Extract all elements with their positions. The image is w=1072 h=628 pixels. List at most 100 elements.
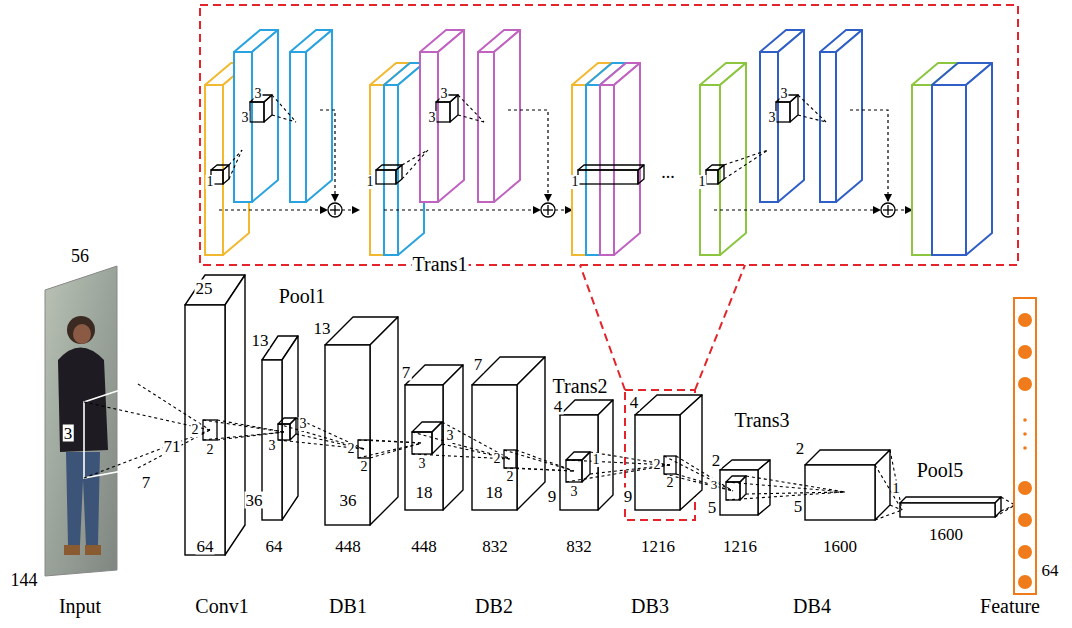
dimension-label: 18 bbox=[415, 484, 434, 501]
kernel-size: 3 bbox=[780, 87, 789, 101]
sum-symbol bbox=[881, 203, 895, 217]
kernel-cube-front bbox=[776, 102, 790, 122]
kernel-cube-side bbox=[638, 165, 644, 184]
dashed-line bbox=[458, 95, 484, 122]
dashed-arrow bbox=[508, 110, 548, 201]
feature-unit bbox=[1018, 575, 1032, 589]
dimension-label: 4 bbox=[629, 394, 640, 411]
trans1-block-side bbox=[443, 365, 463, 510]
kernel-cube-side bbox=[582, 452, 590, 482]
dimension-label: 25 bbox=[195, 280, 214, 297]
feature-slab-side bbox=[306, 30, 332, 202]
dashed-arrow bbox=[850, 110, 888, 201]
dashed-arrow bbox=[320, 110, 335, 201]
kernel-size: 3 bbox=[63, 425, 74, 442]
db3-block-side bbox=[680, 395, 702, 510]
kernel-cube-side bbox=[432, 422, 442, 454]
feature-unit bbox=[1018, 313, 1032, 327]
kernel-size: 1 bbox=[698, 175, 707, 189]
kernel-size: 3 bbox=[241, 111, 250, 125]
feature-slab-side bbox=[966, 63, 992, 255]
kernel-size: 7 bbox=[141, 474, 152, 491]
kernel-cube-front bbox=[412, 432, 432, 454]
feature-slab-side bbox=[494, 30, 520, 202]
kernel-size: 3 bbox=[254, 87, 263, 101]
dimension-label: 13 bbox=[313, 320, 332, 337]
feature-slab-front bbox=[205, 85, 223, 255]
feature-slab-side bbox=[614, 63, 640, 255]
sum-symbol bbox=[887, 205, 888, 215]
kernel-square bbox=[203, 420, 217, 440]
kernel-cube-front bbox=[706, 170, 718, 184]
dashed-line bbox=[516, 450, 574, 471]
dimension-label: 5 bbox=[793, 498, 804, 515]
dimension-label: 71 bbox=[163, 438, 182, 455]
dashed-line bbox=[402, 150, 428, 165]
dimension-label: 1216 bbox=[640, 538, 676, 555]
dashed-line bbox=[664, 456, 733, 491]
dimension-label: 64 bbox=[1041, 562, 1060, 579]
dashed-line bbox=[724, 150, 768, 179]
dashed-line bbox=[84, 430, 210, 478]
kernel-cube-side bbox=[290, 418, 296, 440]
dashed-line bbox=[504, 468, 574, 471]
kernel-size: 1 bbox=[206, 175, 215, 189]
kernel-square bbox=[358, 440, 370, 458]
dashed-line bbox=[1001, 505, 1015, 511]
kernel-size: 3 bbox=[268, 439, 277, 453]
feature-dots bbox=[1023, 418, 1027, 422]
feature-unit bbox=[1018, 481, 1032, 495]
dimension-label: 144 bbox=[10, 571, 39, 589]
dashed-line bbox=[875, 510, 902, 520]
dashed-arrow bbox=[895, 209, 912, 210]
kernel-size: 1 bbox=[366, 175, 375, 189]
kernel-size: 3 bbox=[446, 429, 455, 443]
feature-unit bbox=[1018, 345, 1032, 359]
layer-name: Trans1 bbox=[412, 254, 469, 274]
dashed-line bbox=[726, 482, 845, 492]
sum-symbol bbox=[334, 205, 335, 215]
trans1-block-front bbox=[405, 385, 443, 510]
kernel-cube-side bbox=[396, 165, 402, 184]
dimension-label: 832 bbox=[565, 538, 593, 555]
dimension-label: 4 bbox=[553, 398, 564, 415]
layer-name: Pool5 bbox=[916, 460, 965, 480]
db2-block-front bbox=[472, 385, 517, 510]
dashed-line bbox=[504, 450, 574, 471]
person-legs bbox=[66, 452, 100, 545]
db4-block-side bbox=[875, 450, 890, 520]
dashed-line bbox=[890, 450, 902, 510]
dimension-label: 36 bbox=[339, 492, 358, 509]
dashed-arrow bbox=[384, 209, 540, 210]
feature-slab-side bbox=[836, 30, 862, 202]
dashed-line bbox=[664, 474, 733, 491]
dashed-line bbox=[203, 420, 284, 432]
pool5-block-front bbox=[900, 503, 995, 517]
kernel-cube-front bbox=[278, 424, 290, 440]
pool5-block-top bbox=[900, 497, 1001, 503]
person-head bbox=[67, 316, 95, 344]
kernel-cube-side bbox=[264, 95, 272, 122]
dashed-line bbox=[402, 150, 428, 179]
layer-name: Trans2 bbox=[552, 376, 609, 396]
kernel-size: 3 bbox=[418, 457, 427, 471]
dashed-line bbox=[1001, 497, 1015, 505]
feature-slab-front bbox=[478, 52, 494, 202]
person-torso bbox=[58, 348, 108, 453]
dimension-label: 13 bbox=[251, 332, 270, 349]
feature-dots bbox=[1023, 432, 1027, 436]
ellipsis: ... bbox=[660, 163, 676, 181]
kernel-cube-side bbox=[718, 165, 724, 184]
kernel-size: 1 bbox=[571, 175, 580, 189]
dashed-line bbox=[272, 115, 296, 122]
kernel-cube-front bbox=[726, 482, 740, 500]
dimension-label: 56 bbox=[70, 247, 90, 265]
kernel-size: 2 bbox=[206, 443, 215, 457]
dashed-line bbox=[890, 505, 902, 510]
detail-frame bbox=[200, 5, 1018, 265]
kernel-size: 2 bbox=[666, 476, 675, 490]
kernel-cube-side bbox=[450, 95, 458, 122]
feature-vector bbox=[1014, 298, 1036, 594]
layer-name: Feature bbox=[979, 596, 1041, 616]
